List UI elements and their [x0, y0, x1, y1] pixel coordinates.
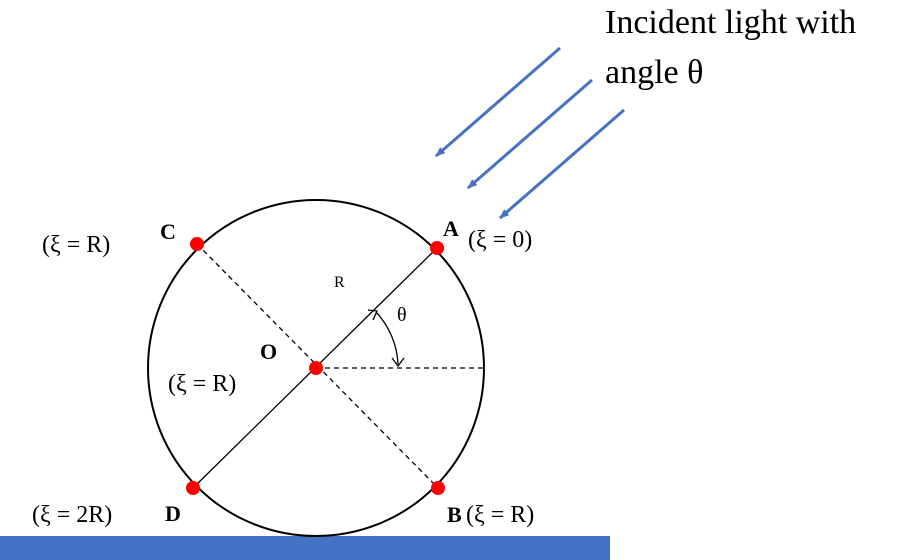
- point-a-marker: [430, 241, 444, 255]
- point-d-xi-label: (ξ = 2R): [32, 502, 112, 528]
- ground-surface: [0, 536, 610, 560]
- point-b-xi-label: (ξ = R): [466, 502, 534, 528]
- incident-light-title-line2: angle θ: [605, 54, 703, 91]
- point-d-marker: [186, 481, 200, 495]
- point-o-label: O: [260, 339, 277, 364]
- point-a-xi-label: (ξ = 0): [468, 227, 532, 253]
- point-b-label: B: [447, 502, 462, 527]
- angle-arc-arrow-top: [367, 309, 378, 321]
- incident-light-arrow-3: [499, 108, 625, 220]
- incident-light-arrow-2: [467, 78, 593, 190]
- point-d-label: D: [165, 501, 181, 526]
- point-a-label: A: [443, 216, 459, 241]
- angle-arc-arrow-bottom: [391, 357, 405, 368]
- point-b-marker: [431, 481, 445, 495]
- point-c-label: C: [160, 219, 176, 244]
- radius-label: R: [334, 274, 345, 291]
- incident-light-title-line1: Incident light with: [605, 4, 856, 41]
- angle-theta-label: θ: [397, 304, 407, 326]
- incident-light-arrow-1: [435, 46, 561, 158]
- angle-arc: [375, 311, 399, 365]
- point-c-xi-label: (ξ = R): [42, 232, 110, 258]
- sphere-outline: [147, 199, 485, 537]
- point-o-marker: [309, 361, 323, 375]
- point-c-marker: [190, 237, 204, 251]
- point-o-xi-label: (ξ = R): [168, 371, 236, 397]
